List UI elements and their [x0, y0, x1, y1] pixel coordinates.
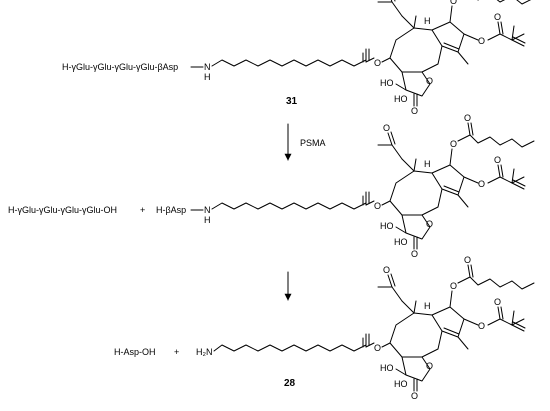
plus-sign-2: + — [174, 347, 179, 357]
plus-sign-1: + — [140, 205, 145, 215]
step3-products: H-Asp-OH + H₂N 28 — [114, 254, 535, 402]
compound-number-31: 31 — [286, 96, 298, 107]
conjugate-nitrogen: N — [204, 205, 211, 215]
released-peptide: H-γGlu-γGlu-γGlu-γGlu-OH — [8, 205, 117, 215]
conjugate-hydrogen: H — [204, 215, 211, 225]
aspartic-acid: H-Asp-OH — [114, 347, 156, 357]
step2-products: H-γGlu-γGlu-γGlu-γGlu-OH + H-βAsp N H — [8, 112, 535, 260]
asp-conjugate-prefix: H-βAsp — [156, 205, 186, 215]
compound-number-28: 28 — [284, 378, 296, 389]
enzyme-label: PSMA — [300, 138, 326, 148]
compound-31: H-γGlu-γGlu-γGlu-γGlu-βAsp N H 31 — [62, 0, 535, 117]
peptide-chain: H-γGlu-γGlu-γGlu-γGlu-βAsp — [62, 62, 178, 72]
amide-hydrogen: H — [204, 72, 211, 82]
reaction-arrow-1: PSMA — [284, 123, 326, 161]
free-amine: H₂N — [196, 347, 213, 357]
amide-nitrogen: N — [204, 62, 211, 72]
